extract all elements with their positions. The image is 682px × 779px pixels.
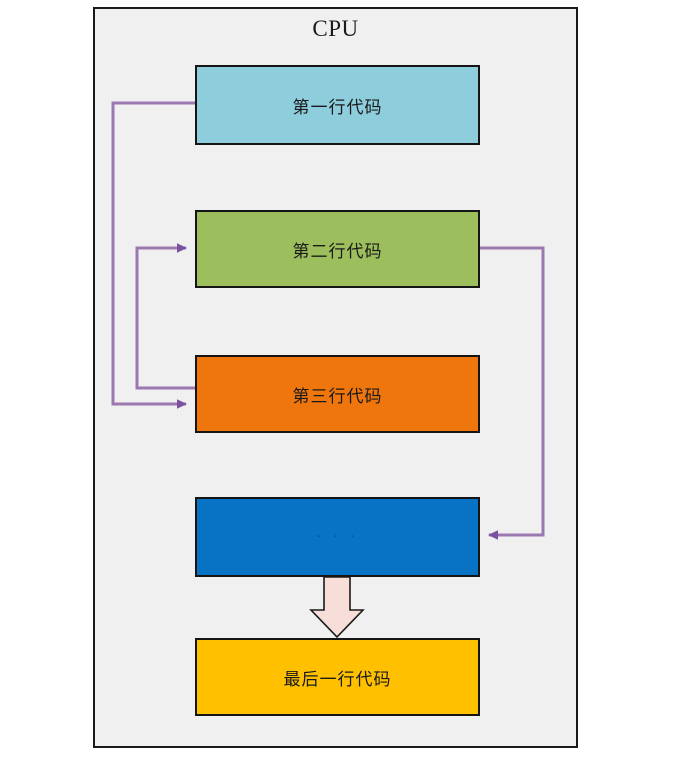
code-box-line-last[interactable]: 最后一行代码 [195,638,480,716]
code-box-ellipsis[interactable]: · · · [195,497,480,577]
code-box-label: 第三行代码 [292,386,383,406]
code-box-line-3[interactable]: 第三行代码 [195,355,480,433]
code-box-label: 第一行代码 [292,97,383,117]
code-box-label: · · · [316,528,359,545]
code-box-label: 最后一行代码 [283,669,392,689]
code-box-line-1[interactable]: 第一行代码 [195,65,480,145]
code-box-label: 第二行代码 [292,241,383,261]
cpu-title: CPU [312,16,359,41]
code-box-line-2[interactable]: 第二行代码 [195,210,480,288]
